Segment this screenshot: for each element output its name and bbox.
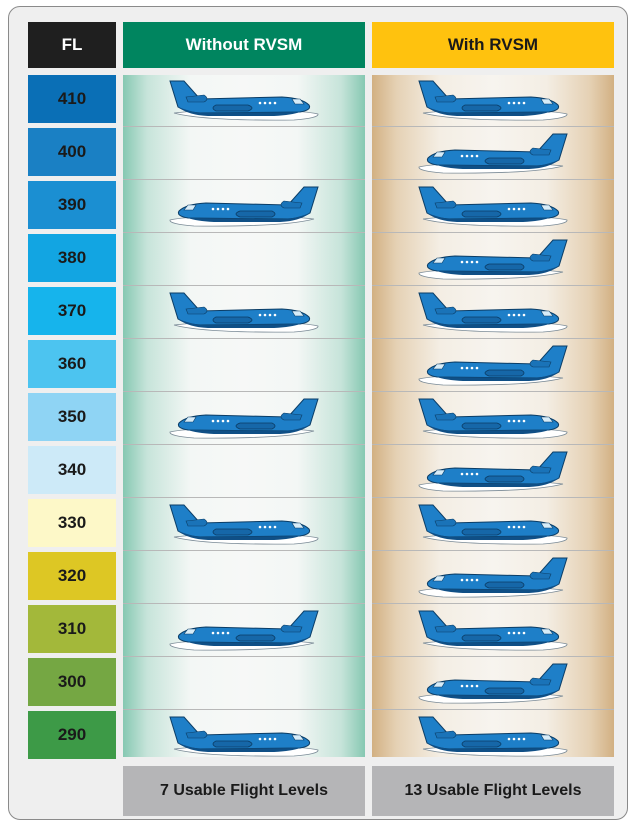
flight-level-400: 400	[28, 128, 116, 176]
flight-level-390: 390	[28, 181, 116, 229]
level-divider	[123, 338, 365, 339]
aircraft-eastbound-icon	[164, 77, 324, 128]
flight-level-350: 350	[28, 393, 116, 441]
aircraft-westbound-icon	[413, 448, 573, 499]
flight-level-410: 410	[28, 75, 116, 123]
with-rvsm-lane	[372, 75, 614, 757]
level-divider	[123, 603, 365, 604]
aircraft-eastbound-icon	[413, 289, 573, 340]
level-divider	[372, 603, 614, 604]
flight-level-380: 380	[28, 234, 116, 282]
aircraft-eastbound-icon	[164, 501, 324, 552]
level-divider	[123, 550, 365, 551]
aircraft-eastbound-icon	[413, 501, 573, 552]
aircraft-westbound-icon	[164, 395, 324, 446]
level-divider	[123, 656, 365, 657]
aircraft-westbound-icon	[164, 607, 324, 658]
level-divider	[372, 656, 614, 657]
flight-level-290: 290	[28, 711, 116, 759]
aircraft-eastbound-icon	[413, 713, 573, 757]
aircraft-westbound-icon	[413, 554, 573, 605]
level-divider	[123, 497, 365, 498]
aircraft-westbound-icon	[413, 130, 573, 181]
with-rvsm-summary: 13 Usable Flight Levels	[372, 766, 614, 816]
flight-level-370: 370	[28, 287, 116, 335]
level-divider	[372, 444, 614, 445]
flight-level-320: 320	[28, 552, 116, 600]
level-divider	[372, 285, 614, 286]
level-divider	[372, 232, 614, 233]
aircraft-eastbound-icon	[164, 713, 324, 757]
with-rvsm-header: With RVSM	[372, 22, 614, 68]
aircraft-westbound-icon	[164, 183, 324, 234]
flight-level-300: 300	[28, 658, 116, 706]
without-rvsm-summary: 7 Usable Flight Levels	[123, 766, 365, 816]
aircraft-eastbound-icon	[413, 183, 573, 234]
without-rvsm-lane	[123, 75, 365, 757]
level-divider	[123, 285, 365, 286]
level-divider	[123, 709, 365, 710]
level-divider	[123, 126, 365, 127]
level-divider	[372, 709, 614, 710]
level-divider	[372, 391, 614, 392]
level-divider	[123, 179, 365, 180]
flight-level-340: 340	[28, 446, 116, 494]
level-divider	[123, 232, 365, 233]
aircraft-eastbound-icon	[413, 77, 573, 128]
without-rvsm-header: Without RVSM	[123, 22, 365, 68]
level-divider	[372, 497, 614, 498]
level-divider	[123, 444, 365, 445]
aircraft-eastbound-icon	[413, 607, 573, 658]
aircraft-westbound-icon	[413, 660, 573, 711]
level-divider	[123, 391, 365, 392]
level-divider	[372, 179, 614, 180]
flight-level-360: 360	[28, 340, 116, 388]
aircraft-westbound-icon	[413, 236, 573, 287]
flight-level-310: 310	[28, 605, 116, 653]
level-divider	[372, 126, 614, 127]
level-divider	[372, 550, 614, 551]
aircraft-westbound-icon	[413, 342, 573, 393]
flight-level-330: 330	[28, 499, 116, 547]
fl-column-header: FL	[28, 22, 116, 68]
aircraft-eastbound-icon	[164, 289, 324, 340]
aircraft-eastbound-icon	[413, 395, 573, 446]
level-divider	[372, 338, 614, 339]
